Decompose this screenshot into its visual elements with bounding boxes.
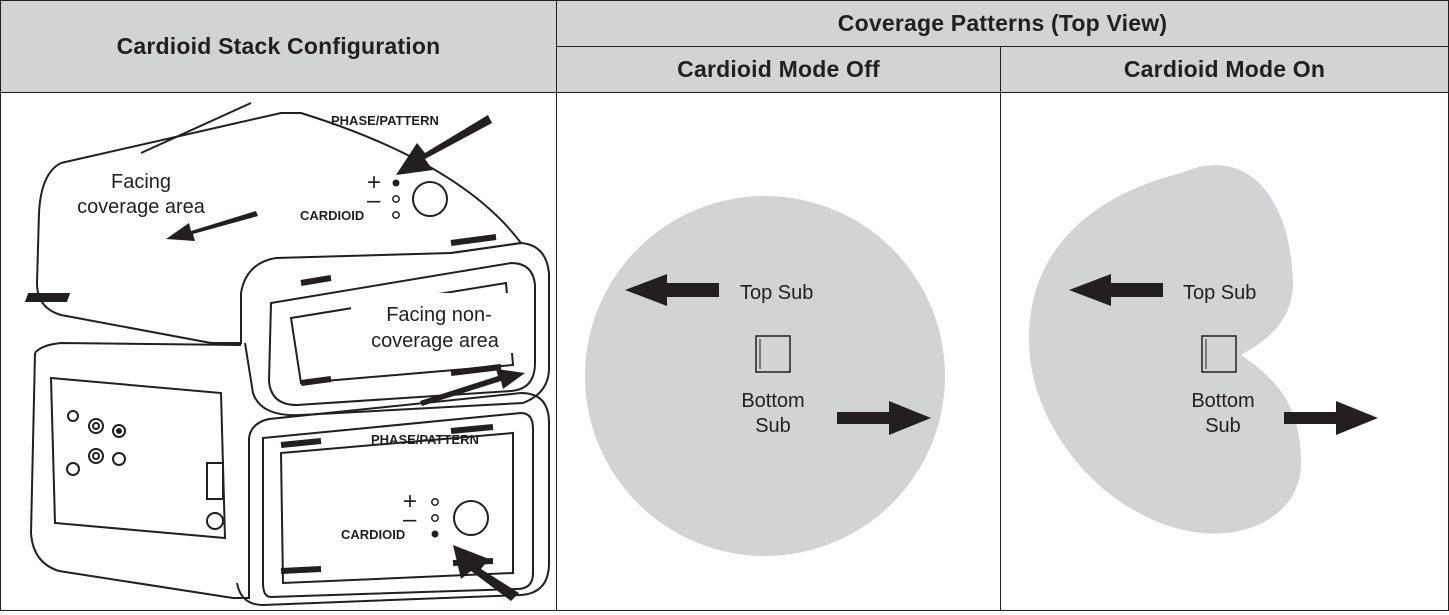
top-sub-label-off: Top Sub — [740, 282, 813, 304]
top-minus-sign: – — [367, 187, 381, 214]
facing-coverage-line2: coverage area — [77, 196, 206, 218]
bottom-cardioid-label: CARDIOID — [341, 527, 405, 542]
omni-coverage-pattern — [585, 196, 945, 556]
mode-on-panel: Top Sub Bottom Sub — [1000, 92, 1449, 611]
bose-logo — [24, 293, 71, 302]
stack-illustration: PHASE/PATTERN + – CARDIOID Facing covera… — [24, 102, 550, 607]
bottom-sub-label-on-1: Bottom — [1191, 390, 1254, 412]
header-mode-on-label: Cardioid Mode On — [1123, 56, 1326, 82]
mode-off-diagram: Top Sub Bottom Sub — [585, 196, 945, 556]
bottom-cardioid-indicator — [431, 530, 439, 538]
header-mode-on: Cardioid Mode On — [1000, 46, 1449, 93]
header-coverage-patterns: Coverage Patterns (Top View) — [556, 0, 1449, 47]
sub-icon-on — [1201, 335, 1237, 373]
top-sub-label-on: Top Sub — [1183, 282, 1256, 304]
header-stack-config-label: Cardioid Stack Configuration — [116, 33, 441, 59]
top-cardioid-label: CARDIOID — [300, 208, 364, 223]
mode-on-diagram: Top Sub Bottom Sub — [1028, 165, 1378, 534]
facing-coverage-arrow — [166, 211, 258, 241]
bottom-minus-sign: – — [403, 506, 417, 533]
bottom-phase-pattern-label: PHASE/PATTERN — [371, 432, 479, 447]
stack-panel: PHASE/PATTERN + – CARDIOID Facing covera… — [0, 92, 557, 611]
bottom-minus-indicator — [431, 514, 439, 522]
bottom-subwoofer — [29, 341, 550, 607]
facing-noncoverage-line2: coverage area — [371, 330, 500, 352]
bottom-plus-sign: + — [403, 488, 417, 515]
top-sub-arrow-off — [625, 274, 719, 306]
bottom-sub-arrow-off — [837, 401, 931, 435]
mode-off-panel: Top Sub Bottom Sub — [556, 92, 1001, 611]
bottom-sub-handle-strips — [280, 424, 494, 574]
cardioid-coverage-pattern — [1028, 165, 1301, 534]
bottom-sub-label-off-1: Bottom — [741, 390, 804, 412]
bottom-sub-label-off-2: Sub — [755, 415, 791, 437]
facing-coverage-line1: Facing — [111, 171, 171, 193]
facing-noncoverage-bg — [351, 293, 521, 353]
sub-icon-off — [755, 335, 791, 373]
bottom-sub-label-on-2: Sub — [1205, 415, 1241, 437]
bottom-plus-indicator — [431, 498, 439, 506]
bottom-pattern-button — [453, 500, 489, 536]
top-plus-indicator — [392, 179, 400, 187]
rear-connector-panel — [66, 410, 224, 530]
top-sub-handle-strips — [300, 234, 502, 386]
header-mode-off-label: Cardioid Mode Off — [677, 56, 880, 82]
top-pattern-button — [412, 181, 448, 217]
top-phase-pattern-label: PHASE/PATTERN — [331, 113, 439, 128]
header-mode-off: Cardioid Mode Off — [556, 46, 1001, 93]
header-stack-config: Cardioid Stack Configuration — [0, 0, 557, 93]
top-sub-arrow-on — [1069, 274, 1163, 306]
bottom-sub-arrow-on — [1284, 401, 1378, 435]
facing-noncoverage-arrow — [420, 369, 525, 406]
facing-noncoverage-line1: Facing non- — [386, 304, 492, 326]
top-phase-arrow — [396, 115, 492, 175]
header-coverage-patterns-label: Coverage Patterns (Top View) — [837, 10, 1168, 36]
top-minus-indicator — [392, 195, 400, 203]
top-cardioid-indicator — [392, 211, 400, 219]
bottom-phase-arrow — [453, 545, 519, 601]
facing-coverage-bg — [71, 165, 221, 221]
top-plus-sign: + — [367, 169, 381, 196]
